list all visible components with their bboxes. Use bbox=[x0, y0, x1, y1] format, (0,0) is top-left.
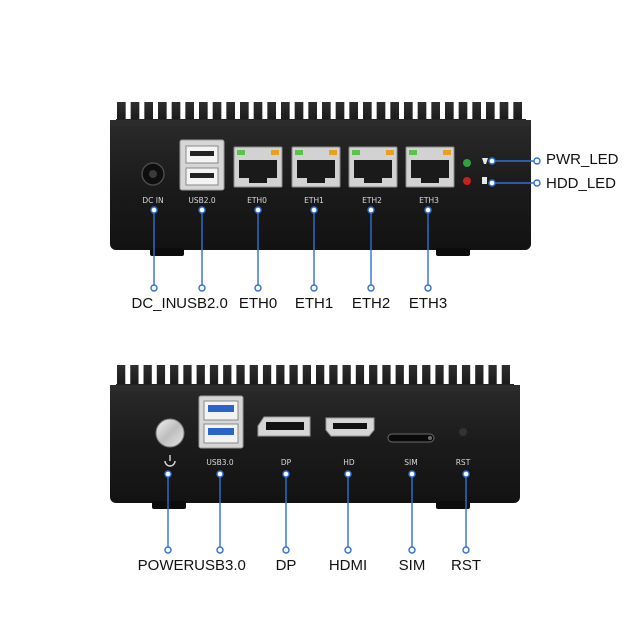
silk-label-dc-in: DC IN bbox=[142, 196, 164, 205]
silk-label-sim: SIM bbox=[404, 458, 418, 467]
callout-eth2: ETH2 bbox=[351, 295, 391, 312]
rj45-port-3 bbox=[405, 146, 455, 188]
ethernet-ports bbox=[233, 146, 455, 188]
rj45-port-0 bbox=[233, 146, 283, 188]
callout-dp: DP bbox=[275, 557, 297, 574]
silk-label-eth2: ETH2 bbox=[362, 196, 382, 205]
disk-led-icon bbox=[482, 177, 487, 184]
callout-usb20: USB2.0 bbox=[176, 295, 228, 312]
power-symbol-icon bbox=[164, 460, 176, 467]
silk-label-hd: HD bbox=[343, 458, 355, 467]
callout-usb30: USB3.0 bbox=[194, 557, 246, 574]
callout-dc-in: DC_IN bbox=[131, 295, 177, 312]
silk-label-rst: RST bbox=[455, 458, 471, 467]
rj45-port-2 bbox=[348, 146, 398, 188]
displayport bbox=[257, 416, 311, 437]
callout-pwr-led: PWR_LED bbox=[546, 151, 619, 168]
power-led-icon bbox=[482, 158, 488, 164]
callout-power: POWER bbox=[137, 557, 195, 574]
power-button bbox=[155, 418, 185, 467]
callout-eth1: ETH1 bbox=[294, 295, 334, 312]
hdmi-port bbox=[325, 417, 375, 437]
usb20-ports bbox=[179, 139, 225, 191]
dc-in-jack bbox=[141, 162, 165, 186]
silk-label-eth3: ETH3 bbox=[419, 196, 439, 205]
callout-leader-lines bbox=[150, 157, 541, 554]
reset-pinhole bbox=[459, 428, 467, 436]
callout-hdmi: HDMI bbox=[328, 557, 368, 574]
callout-rst: RST bbox=[451, 557, 481, 574]
silk-label-eth1: ETH1 bbox=[304, 196, 324, 205]
status-leds bbox=[463, 158, 488, 185]
silk-label-usb20: USB2.0 bbox=[188, 196, 216, 205]
rj45-port-1 bbox=[291, 146, 341, 188]
callout-eth0: ETH0 bbox=[238, 295, 278, 312]
callout-eth3: ETH3 bbox=[408, 295, 448, 312]
sim-slot bbox=[387, 433, 435, 443]
silk-label-eth0: ETH0 bbox=[247, 196, 267, 205]
silk-label-usb30: USB3.0 bbox=[206, 458, 234, 467]
silk-label-dp: DP bbox=[280, 458, 292, 467]
callout-sim: SIM bbox=[398, 557, 426, 574]
callout-hdd-led: HDD_LED bbox=[546, 175, 617, 192]
usb30-ports bbox=[198, 395, 244, 449]
